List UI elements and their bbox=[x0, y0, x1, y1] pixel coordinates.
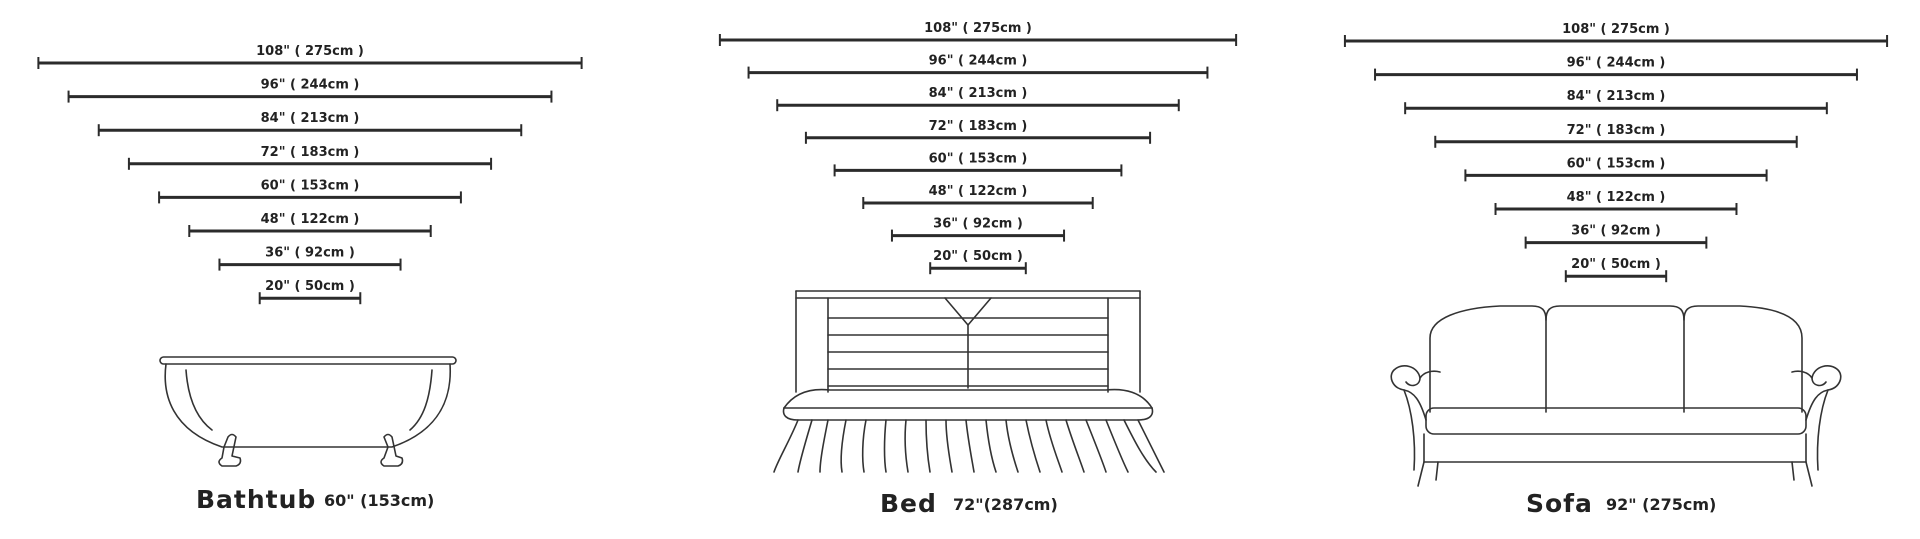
measure-label-sofa-36: 36" ( 92cm ) bbox=[1571, 224, 1661, 239]
ruler-bathtub: 108" ( 275cm ) 96" ( 244cm ) 84" ( 213cm )… bbox=[37, 44, 583, 305]
measure-sofa-96: 96" ( 244cm ) bbox=[1374, 56, 1858, 81]
measure-label-bathtub-36: 36" ( 92cm ) bbox=[265, 246, 355, 261]
measure-label-bed-48: 48" ( 122cm ) bbox=[929, 184, 1028, 199]
measure-label-bed-60: 60" ( 153cm ) bbox=[929, 151, 1028, 166]
measure-bed-20: 20" ( 50cm ) bbox=[929, 249, 1027, 275]
caption-size-bed: 72"(287cm) bbox=[953, 495, 1058, 514]
measure-bathtub-36: 36" ( 92cm ) bbox=[218, 246, 402, 271]
measure-sofa-60: 60" ( 153cm ) bbox=[1464, 156, 1768, 182]
caption-size-bathtub: 60" (153cm) bbox=[324, 491, 434, 510]
ruler-bed: 108" ( 275cm ) 96" ( 244cm ) 84" ( 213cm )… bbox=[718, 21, 1238, 275]
measure-label-bathtub-96: 96" ( 244cm ) bbox=[261, 78, 360, 93]
panel-bathtub: 108" ( 275cm ) 96" ( 244cm ) 84" ( 213cm )… bbox=[37, 44, 583, 514]
measure-label-bed-108: 108" ( 275cm ) bbox=[924, 21, 1032, 36]
measure-label-sofa-84: 84" ( 213cm ) bbox=[1567, 89, 1666, 104]
measure-bed-36: 36" ( 92cm ) bbox=[890, 217, 1066, 242]
measure-label-bathtub-72: 72" ( 183cm ) bbox=[261, 145, 360, 160]
measure-bed-60: 60" ( 153cm ) bbox=[833, 151, 1123, 177]
measure-label-sofa-72: 72" ( 183cm ) bbox=[1567, 123, 1666, 138]
panel-bed: 108" ( 275cm ) 96" ( 244cm ) 84" ( 213cm )… bbox=[718, 21, 1238, 518]
measure-bed-108: 108" ( 275cm ) bbox=[718, 21, 1238, 46]
measure-label-bathtub-108: 108" ( 275cm ) bbox=[256, 44, 364, 59]
measure-bathtub-48: 48" ( 122cm ) bbox=[188, 212, 432, 237]
measure-sofa-36: 36" ( 92cm ) bbox=[1524, 224, 1708, 249]
measure-label-bathtub-60: 60" ( 153cm ) bbox=[261, 178, 360, 193]
measure-bathtub-72: 72" ( 183cm ) bbox=[127, 145, 493, 170]
measure-label-bathtub-48: 48" ( 122cm ) bbox=[261, 212, 360, 227]
measure-bathtub-108: 108" ( 275cm ) bbox=[37, 44, 583, 69]
measure-label-bed-36: 36" ( 92cm ) bbox=[933, 217, 1023, 232]
ruler-sofa: 108" ( 275cm ) 96" ( 244cm ) 84" ( 213cm )… bbox=[1343, 22, 1889, 283]
measure-bathtub-84: 84" ( 213cm ) bbox=[97, 111, 523, 137]
bathtub-icon bbox=[159, 356, 457, 467]
measure-label-bed-96: 96" ( 244cm ) bbox=[929, 54, 1028, 69]
measure-bathtub-20: 20" ( 50cm ) bbox=[258, 279, 362, 305]
measure-label-bathtub-84: 84" ( 213cm ) bbox=[261, 111, 360, 126]
measure-bed-72: 72" ( 183cm ) bbox=[804, 119, 1152, 144]
caption-name-sofa: Sofa bbox=[1526, 489, 1593, 518]
measure-bathtub-60: 60" ( 153cm ) bbox=[158, 178, 462, 204]
measure-sofa-84: 84" ( 213cm ) bbox=[1404, 89, 1828, 115]
measure-label-bed-72: 72" ( 183cm ) bbox=[929, 119, 1028, 134]
measure-label-sofa-108: 108" ( 275cm ) bbox=[1562, 22, 1670, 37]
measure-label-bathtub-20: 20" ( 50cm ) bbox=[265, 279, 355, 294]
measure-sofa-20: 20" ( 50cm ) bbox=[1564, 257, 1668, 283]
panel-sofa: 108" ( 275cm ) 96" ( 244cm ) 84" ( 213cm )… bbox=[1343, 22, 1889, 518]
measure-label-sofa-60: 60" ( 153cm ) bbox=[1567, 156, 1666, 171]
caption-name-bathtub: Bathtub bbox=[196, 485, 316, 514]
sofa-icon bbox=[1390, 305, 1842, 487]
measure-sofa-108: 108" ( 275cm ) bbox=[1343, 22, 1889, 47]
caption-size-sofa: 92" (275cm) bbox=[1606, 495, 1716, 514]
measure-label-sofa-96: 96" ( 244cm ) bbox=[1567, 56, 1666, 71]
measure-bed-96: 96" ( 244cm ) bbox=[747, 54, 1209, 79]
measure-label-sofa-48: 48" ( 122cm ) bbox=[1567, 190, 1666, 205]
measure-sofa-72: 72" ( 183cm ) bbox=[1434, 123, 1798, 148]
measure-label-bed-20: 20" ( 50cm ) bbox=[933, 249, 1023, 264]
caption-name-bed: Bed bbox=[880, 489, 937, 518]
measure-sofa-48: 48" ( 122cm ) bbox=[1494, 190, 1738, 215]
measure-bed-84: 84" ( 213cm ) bbox=[776, 86, 1180, 112]
measure-bathtub-96: 96" ( 244cm ) bbox=[67, 78, 553, 103]
bed-icon bbox=[773, 290, 1165, 473]
measure-bed-48: 48" ( 122cm ) bbox=[862, 184, 1094, 209]
measure-label-bed-84: 84" ( 213cm ) bbox=[929, 86, 1028, 101]
measure-label-sofa-20: 20" ( 50cm ) bbox=[1571, 257, 1661, 272]
